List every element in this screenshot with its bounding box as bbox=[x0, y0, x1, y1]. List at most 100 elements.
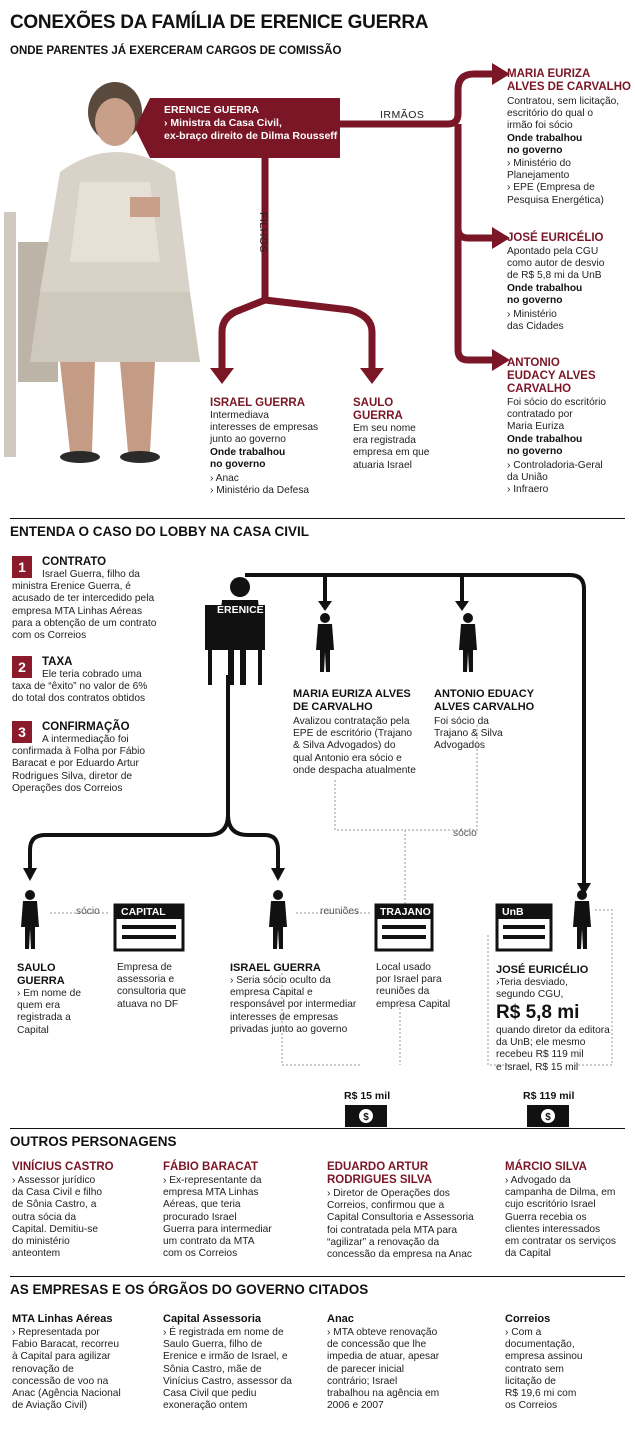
lobby-israel-name: ISRAEL GUERRA bbox=[230, 962, 321, 974]
step-2-text: Ele teria cobrado uma taxa de “êxito” no… bbox=[12, 669, 148, 705]
divider bbox=[10, 1276, 625, 1277]
lobby-antonio-text: Foi sócio da Trajano & Silva Advogados bbox=[434, 716, 503, 752]
lobby-diagram: $ $ bbox=[21, 573, 613, 1127]
step-1-number: 1 bbox=[12, 556, 32, 578]
other-fabio-text: › Ex-representante da empresa MTA Linhas… bbox=[163, 1175, 272, 1260]
capital-building-icon bbox=[113, 903, 185, 952]
company-mta-name: MTA Linhas Aéreas bbox=[12, 1313, 113, 1325]
other-marcio-name: MÁRCIO SILVA bbox=[505, 1161, 587, 1173]
lobby-antonio-name: ANTONIO EDUACY ALVES CARVALHO bbox=[434, 688, 535, 713]
step-3-title: CONFIRMAÇÃO bbox=[42, 721, 130, 733]
money-15-label: R$ 15 mil bbox=[344, 1090, 391, 1102]
erenice-name: ERENICE GUERRA bbox=[164, 104, 260, 116]
lobby-trajano-text: Local usado por Israel para reuniões da … bbox=[376, 962, 451, 1010]
company-correios-name: Correios bbox=[505, 1313, 551, 1325]
lobby-maria-text: Avalizou contratação pela EPE de escritó… bbox=[293, 716, 416, 776]
step-3-text: A intermediação foi confirmada à Folha p… bbox=[12, 734, 146, 794]
antonio-name: ANTONIO EUDACY ALVES CARVALHO bbox=[507, 357, 596, 395]
lobby-saulo-name: SAULO GUERRA bbox=[17, 962, 65, 987]
maria-worked: Onde trabalhou no governo bbox=[507, 133, 583, 157]
jose-places: › Ministério das Cidades bbox=[507, 309, 564, 333]
socio-label-left: sócio bbox=[76, 906, 100, 917]
erenice-chair-label: ERENICE bbox=[217, 604, 264, 616]
irmaos-label: IRMÃOS bbox=[380, 109, 425, 121]
trajano-label: TRAJANO bbox=[380, 906, 431, 918]
maria-name: MARIA EURIZA ALVES DE CARVALHO bbox=[507, 68, 631, 93]
antonio-person-icon bbox=[459, 613, 477, 672]
company-anac-text: › MTA obteve renovação de concessão que … bbox=[327, 1327, 440, 1412]
lobby-jose-name: JOSÉ EURICÉLIO bbox=[496, 964, 589, 976]
israel-person-icon bbox=[269, 890, 287, 949]
erenice-chair-figure bbox=[205, 577, 265, 685]
erenice-photo bbox=[4, 82, 200, 463]
jose-person-icon bbox=[573, 890, 591, 949]
unb-label: UnB bbox=[502, 906, 524, 918]
trajano-building-icon bbox=[374, 903, 434, 952]
step-2-number: 2 bbox=[12, 656, 32, 678]
lobby-israel-text: › Seria sócio oculto da empresa Capital … bbox=[230, 975, 357, 1035]
jose-worked: Onde trabalhou no governo bbox=[507, 283, 583, 307]
company-mta-text: › Representada por Fabio Baracat, recorr… bbox=[12, 1327, 121, 1412]
others-title: OUTROS PERSONAGENS bbox=[10, 1134, 177, 1149]
israel-name: ISRAEL GUERRA bbox=[210, 397, 305, 409]
other-eduardo-text: › Diretor de Operações dos Correios, con… bbox=[327, 1188, 474, 1261]
socio-label-top: sócio bbox=[453, 828, 477, 839]
lobby-saulo-text: › Em nome de quem era registrada a Capit… bbox=[17, 988, 81, 1036]
svg-text:$: $ bbox=[363, 1112, 369, 1123]
lobby-jose-text1: ›Teria desviado, segundo CGU, bbox=[496, 977, 568, 1001]
lobby-arrowheads bbox=[23, 601, 591, 895]
maria-places: › Ministério do Planejamento › EPE (Empr… bbox=[507, 158, 604, 206]
step-2-title: TAXA bbox=[42, 656, 73, 668]
step-1-text: Israel Guerra, filho da ministra Erenice… bbox=[12, 569, 157, 642]
family-connectors bbox=[218, 70, 492, 372]
erenice-role: › Ministra da Casa Civil, ex-braço direi… bbox=[164, 117, 338, 142]
other-vinicius-name: VINÍCIUS CASTRO bbox=[12, 1161, 114, 1173]
lobby-jose-amount: R$ 5,8 mi bbox=[496, 1002, 580, 1023]
page-title: CONEXÕES DA FAMÍLIA DE ERENICE GUERRA bbox=[10, 12, 429, 33]
lobby-title: ENTENDA O CASO DO LOBBY NA CASA CIVIL bbox=[10, 524, 310, 539]
dotted-connectors bbox=[50, 725, 613, 1066]
step-3-number: 3 bbox=[12, 721, 32, 743]
reunioes-label: reuniões bbox=[320, 906, 360, 917]
money-icon-119: $ bbox=[527, 1105, 569, 1127]
antonio-places: › Controladoria-Geral da União › Infraer… bbox=[507, 460, 603, 496]
svg-text:$: $ bbox=[545, 1112, 551, 1123]
israel-desc: Intermediava interesses de empresas junt… bbox=[210, 410, 319, 446]
family-diagram bbox=[4, 63, 510, 463]
saulo-person-icon bbox=[21, 890, 39, 949]
lobby-capital-text: Empresa de assessoria e consultoria que … bbox=[117, 962, 187, 1010]
company-correios-text: › Com a documentação, empresa assinou co… bbox=[505, 1327, 583, 1412]
filhos-label: FILHOS bbox=[257, 212, 269, 253]
jose-desc: Apontado pela CGU como autor de desvio d… bbox=[507, 246, 605, 282]
antonio-worked: Onde trabalhou no governo bbox=[507, 434, 583, 458]
divider bbox=[10, 518, 625, 519]
money-icon-15: $ bbox=[345, 1105, 387, 1127]
lobby-maria-name: MARIA EURIZA ALVES DE CARVALHO bbox=[293, 688, 411, 713]
company-capital-text: › É registrada em nome de Saulo Guerra, … bbox=[163, 1327, 292, 1412]
maria-desc: Contratou, sem licitação, escritório do … bbox=[507, 96, 620, 132]
company-capital-name: Capital Assessoria bbox=[163, 1313, 262, 1325]
unb-building-icon bbox=[495, 903, 553, 952]
other-marcio-text: › Advogado da campanha de Dilma, em cujo… bbox=[505, 1175, 616, 1260]
step-1-title: CONTRATO bbox=[42, 556, 107, 568]
company-anac-name: Anac bbox=[327, 1313, 354, 1325]
capital-label: CAPITAL bbox=[121, 906, 166, 918]
saulo-desc: Em seu nome era registrada empresa em qu… bbox=[353, 423, 430, 471]
other-eduardo-name: EDUARDO ARTUR RODRIGUES SILVA bbox=[327, 1161, 432, 1186]
maria-person-icon bbox=[316, 613, 334, 672]
family-arrowheads bbox=[210, 63, 510, 384]
lobby-connectors bbox=[28, 573, 586, 885]
money-119-label: R$ 119 mil bbox=[523, 1090, 575, 1102]
erenice-label-box bbox=[135, 98, 340, 158]
israel-places: › Anac › Ministério da Defesa bbox=[210, 473, 310, 497]
other-fabio-name: FÁBIO BARACAT bbox=[163, 1161, 258, 1173]
antonio-desc: Foi sócio do escritório contratado por M… bbox=[507, 397, 607, 433]
other-vinicius-text: › Assessor jurídico da Casa Civil e filh… bbox=[12, 1175, 103, 1260]
companies-title: AS EMPRESAS E OS ÓRGÃOS DO GOVERNO CITAD… bbox=[10, 1282, 369, 1297]
page-subtitle: ONDE PARENTES JÁ EXERCERAM CARGOS DE COM… bbox=[10, 45, 342, 57]
israel-worked: Onde trabalhou no governo bbox=[210, 447, 286, 471]
saulo-name: SAULO GUERRA bbox=[353, 397, 403, 422]
jose-name: JOSÉ EURICÉLIO bbox=[507, 232, 604, 244]
lobby-jose-text2: quando diretor da editora da UnB; ele me… bbox=[496, 1025, 610, 1073]
divider bbox=[10, 1128, 625, 1129]
